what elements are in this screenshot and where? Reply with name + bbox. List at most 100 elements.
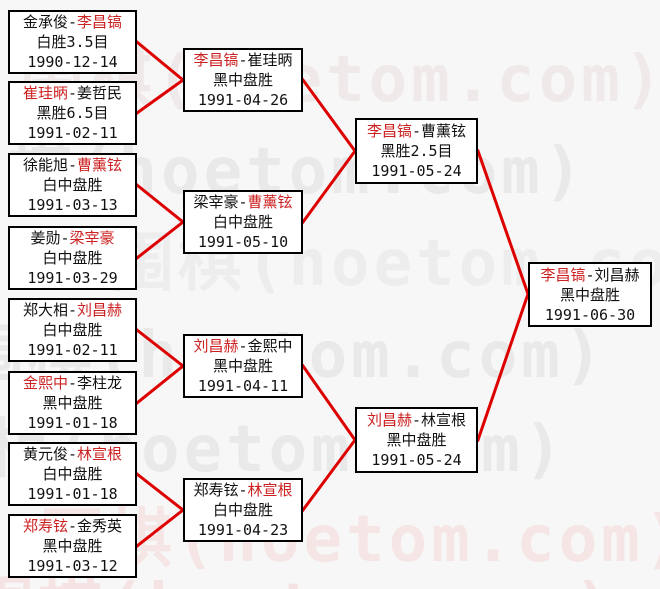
match-date: 1991-04-23 bbox=[197, 521, 289, 539]
match-result: 黑中盘胜 bbox=[42, 537, 103, 555]
match-date: 1991-03-12 bbox=[27, 557, 118, 575]
match-players: 姜勋-梁宰豪 bbox=[10, 228, 135, 248]
match-result: 黑中盘胜 bbox=[212, 357, 273, 375]
player-name: 黄元俊 bbox=[22, 445, 68, 463]
player-name: 金承俊 bbox=[22, 13, 68, 31]
match-date: 1991-04-26 bbox=[197, 91, 289, 109]
separator: - bbox=[238, 193, 248, 211]
match-box-final: 李昌镐-刘昌赫 黑中盘胜 1991-06-30 bbox=[528, 262, 652, 327]
separator: - bbox=[238, 337, 248, 355]
player-name: 刘昌赫 bbox=[366, 411, 412, 429]
match-result: 白中盘胜 bbox=[212, 213, 273, 231]
player-name: 崔珪昞 bbox=[22, 84, 68, 102]
match-players: 郑寿铉-金秀英 bbox=[10, 516, 135, 536]
match-result: 黑中盘胜 bbox=[386, 431, 447, 449]
connector-line bbox=[300, 77, 357, 225]
connector-line bbox=[476, 149, 530, 442]
player-name: 金熙中 bbox=[22, 374, 68, 392]
match-date: 1991-03-13 bbox=[27, 196, 118, 214]
match-players: 金承俊-李昌镐 bbox=[10, 12, 135, 32]
connector-line bbox=[134, 471, 186, 549]
match-box-r1-1: 金承俊-李昌镐 白胜3.5目 1990-12-14 bbox=[8, 10, 137, 74]
match-box-r2-3: 刘昌赫-金熙中 黑中盘胜 1991-04-11 bbox=[183, 334, 303, 398]
match-result: 黑胜6.5目 bbox=[36, 104, 109, 122]
match-box-r2-1: 李昌镐-崔珪昞 黑中盘胜 1991-04-26 bbox=[183, 48, 303, 112]
match-date: 1991-02-11 bbox=[27, 341, 118, 359]
separator: - bbox=[60, 229, 70, 247]
player-name: 梁宰豪 bbox=[193, 193, 239, 211]
player-name: 林宣根 bbox=[77, 445, 123, 463]
match-date: 1991-05-10 bbox=[197, 233, 289, 251]
match-date: 1991-04-11 bbox=[197, 377, 289, 395]
match-players: 崔珪昞-姜哲民 bbox=[10, 83, 135, 103]
separator: - bbox=[67, 445, 78, 463]
match-box-r2-2: 梁宰豪-曹薰铉 白中盘胜 1991-05-10 bbox=[183, 190, 303, 254]
separator: - bbox=[67, 84, 78, 102]
player-name: 曹薰铉 bbox=[421, 122, 467, 140]
player-name: 刘昌赫 bbox=[77, 301, 123, 319]
separator: - bbox=[67, 374, 78, 392]
match-players: 刘昌赫-金熙中 bbox=[185, 336, 301, 356]
player-name: 崔珪昞 bbox=[247, 51, 293, 69]
match-result: 黑中盘胜 bbox=[212, 71, 273, 89]
match-result: 白中盘胜 bbox=[42, 465, 103, 483]
match-players: 梁宰豪-曹薰铉 bbox=[185, 192, 301, 212]
connector-line bbox=[134, 327, 186, 406]
match-box-sf-2: 刘昌赫-林宣根 黑中盘胜 1991-05-24 bbox=[355, 407, 478, 473]
player-name: 姜哲民 bbox=[77, 84, 123, 102]
match-box-r1-2: 崔珪昞-姜哲民 黑胜6.5目 1991-02-11 bbox=[8, 81, 137, 145]
match-date: 1991-01-18 bbox=[27, 414, 118, 432]
player-name: 李昌镐 bbox=[77, 13, 123, 31]
separator: - bbox=[238, 481, 248, 499]
match-date: 1991-05-24 bbox=[371, 162, 462, 180]
player-name: 郑寿铉 bbox=[193, 481, 239, 499]
match-result: 白中盘胜 bbox=[212, 501, 273, 519]
separator: - bbox=[585, 265, 595, 284]
player-name: 徐能旭 bbox=[22, 156, 68, 174]
player-name: 郑大相 bbox=[22, 301, 68, 319]
match-result: 黑胜2.5目 bbox=[380, 142, 453, 160]
match-box-r1-6: 金熙中-李柱龙 黑中盘胜 1991-01-18 bbox=[8, 371, 137, 435]
match-players: 刘昌赫-林宣根 bbox=[357, 410, 476, 430]
player-name: 姜勋 bbox=[30, 229, 61, 247]
match-result: 白中盘胜 bbox=[42, 176, 103, 194]
match-players: 黄元俊-林宣根 bbox=[10, 444, 135, 464]
match-players: 李昌镐-刘昌赫 bbox=[530, 265, 650, 285]
match-result: 白中盘胜 bbox=[42, 249, 103, 267]
separator: - bbox=[67, 301, 78, 319]
match-date: 1991-02-11 bbox=[27, 124, 118, 142]
player-name: 刘昌赫 bbox=[193, 337, 239, 355]
match-result: 白胜3.5目 bbox=[36, 33, 109, 51]
match-date: 1990-12-14 bbox=[27, 53, 118, 71]
match-box-sf-1: 李昌镐-曹薰铉 黑胜2.5目 1991-05-24 bbox=[355, 118, 478, 184]
match-date: 1991-05-24 bbox=[371, 451, 462, 469]
connector-line bbox=[300, 363, 357, 513]
separator: - bbox=[411, 411, 422, 429]
player-name: 曹薰铉 bbox=[77, 156, 123, 174]
match-players: 李昌镐-曹薰铉 bbox=[357, 121, 476, 141]
match-box-r1-8: 郑寿铉-金秀英 黑中盘胜 1991-03-12 bbox=[8, 514, 137, 578]
match-box-r1-4: 姜勋-梁宰豪 白中盘胜 1991-03-29 bbox=[8, 226, 137, 290]
match-players: 徐能旭-曹薰铉 bbox=[10, 155, 135, 175]
match-result: 黑中盘胜 bbox=[559, 285, 620, 304]
player-name: 曹薰铉 bbox=[247, 193, 293, 211]
match-box-r1-5: 郑大相-刘昌赫 白中盘胜 1991-02-11 bbox=[8, 298, 137, 362]
player-name: 林宣根 bbox=[247, 481, 293, 499]
separator: - bbox=[67, 517, 78, 535]
match-date: 1991-01-18 bbox=[27, 485, 118, 503]
separator: - bbox=[67, 156, 78, 174]
player-name: 金秀英 bbox=[77, 517, 123, 535]
player-name: 刘昌赫 bbox=[594, 265, 640, 284]
player-name: 李昌镐 bbox=[366, 122, 412, 140]
player-name: 李柱龙 bbox=[77, 374, 123, 392]
player-name: 李昌镐 bbox=[540, 265, 586, 284]
player-name: 郑寿铉 bbox=[22, 517, 68, 535]
match-players: 郑大相-刘昌赫 bbox=[10, 300, 135, 320]
player-name: 金熙中 bbox=[247, 337, 293, 355]
match-box-r2-4: 郑寿铉-林宣根 白中盘胜 1991-04-23 bbox=[183, 478, 303, 542]
player-name: 林宣根 bbox=[421, 411, 467, 429]
separator: - bbox=[238, 51, 248, 69]
player-name: 梁宰豪 bbox=[69, 229, 115, 247]
separator: - bbox=[411, 122, 422, 140]
